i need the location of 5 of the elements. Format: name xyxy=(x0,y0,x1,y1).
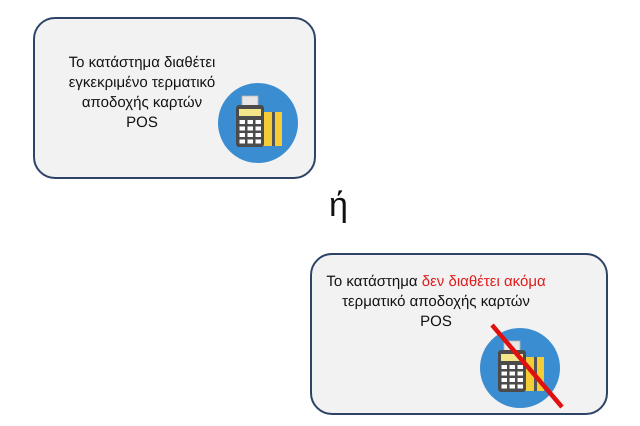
rounded-panel xyxy=(310,253,608,415)
description-text: Το κατάστημα δεν διαθέτει ακόμα τερματικό αποδοχής καρτών POS xyxy=(325,272,547,332)
rounded-panel xyxy=(33,17,316,179)
description-text: Το κατάστημα διαθέτει εγκεκριμένο τερματικό αποδοχής καρτών POS xyxy=(68,53,216,133)
conjunction-text: ή xyxy=(329,186,348,224)
